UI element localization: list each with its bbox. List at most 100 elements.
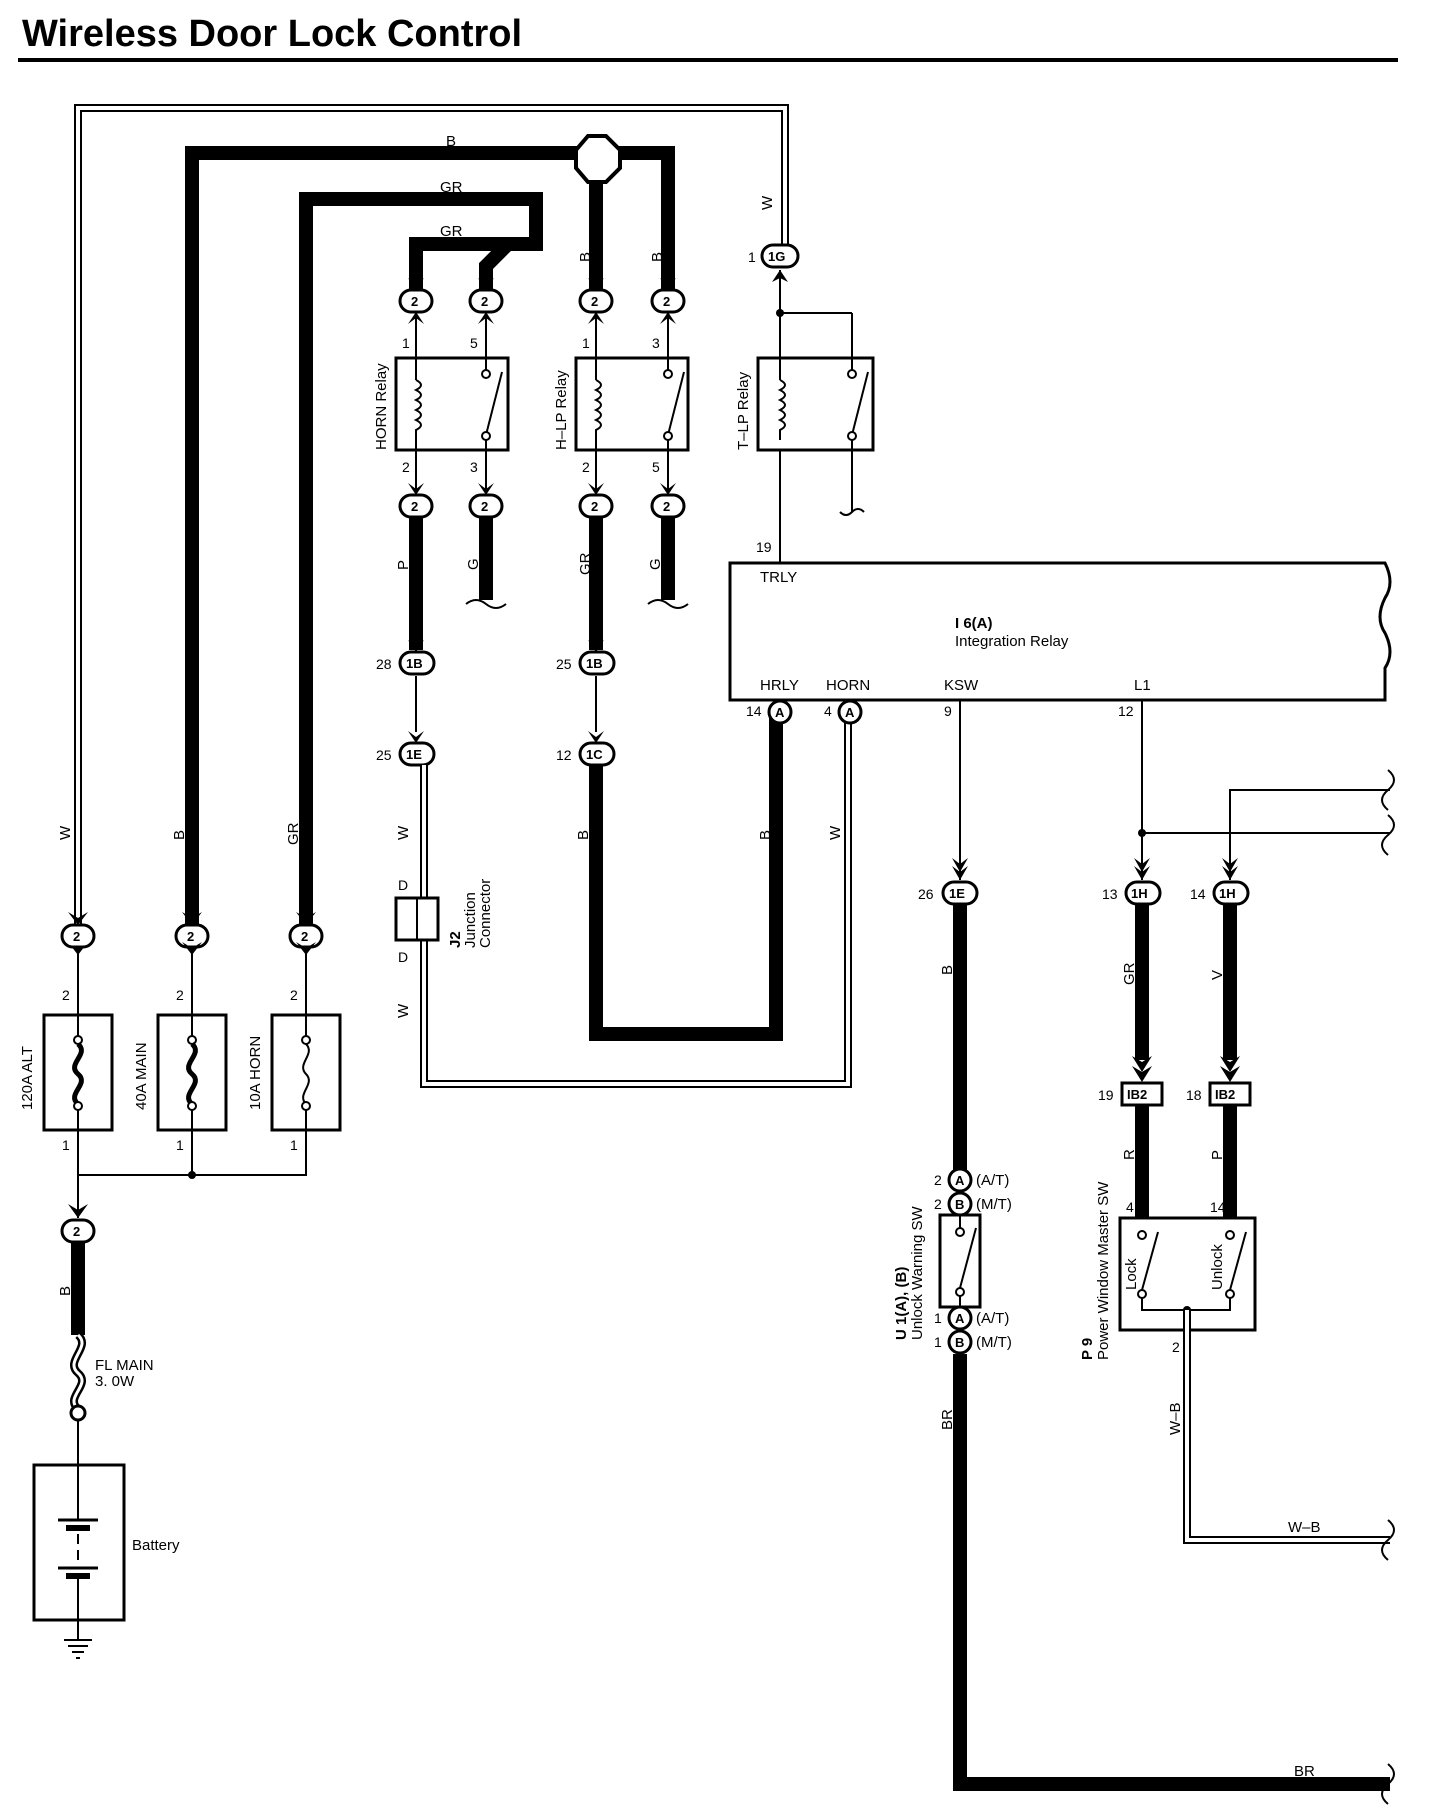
svg-text:1G: 1G (768, 249, 785, 264)
svg-text:V: V (1209, 970, 1226, 980)
svg-text:2: 2 (481, 499, 488, 514)
svg-text:2: 2 (301, 929, 308, 944)
fuse-120a-alt: 120A ALT (19, 1013, 114, 1132)
svg-text:R: R (1121, 1149, 1138, 1160)
wire-b-hrly (589, 718, 783, 1041)
svg-text:3. 0W: 3. 0W (95, 1373, 135, 1390)
wire-br (953, 1354, 1390, 1791)
integration-relay: 19 TRLY I 6(A) Integration Relay HRLY HO… (728, 539, 1392, 702)
svg-text:26: 26 (918, 886, 934, 902)
svg-text:B: B (955, 1197, 964, 1212)
svg-text:B: B (171, 830, 188, 840)
svg-text:120A ALT: 120A ALT (19, 1046, 36, 1110)
svg-text:B: B (757, 830, 774, 840)
svg-text:J2: J2 (447, 931, 464, 948)
connector-1b-hlp: 1B 25 (556, 650, 616, 676)
wire-wb (1183, 1310, 1390, 1544)
svg-text:1E: 1E (406, 747, 422, 762)
svg-text:W–B: W–B (1167, 1402, 1184, 1435)
svg-text:1: 1 (934, 1334, 942, 1350)
svg-text:2: 2 (934, 1172, 942, 1188)
svg-text:(M/T): (M/T) (976, 1334, 1012, 1351)
svg-text:HORN Relay: HORN Relay (373, 363, 390, 450)
svg-text:B: B (575, 830, 592, 840)
svg-text:1: 1 (402, 335, 410, 351)
svg-text:3: 3 (470, 459, 478, 475)
svg-text:1C: 1C (586, 747, 603, 762)
svg-text:5: 5 (652, 459, 660, 475)
svg-text:Battery: Battery (132, 1537, 180, 1554)
svg-text:B: B (649, 252, 666, 262)
svg-text:W–B: W–B (1288, 1519, 1321, 1536)
svg-text:19: 19 (756, 539, 772, 555)
fl-main-fusible-link: FL MAIN 3. 0W (69, 1331, 154, 1422)
connector-1g: 1G 1 (748, 243, 800, 282)
svg-text:GR: GR (285, 822, 302, 845)
svg-text:(M/T): (M/T) (976, 1196, 1012, 1213)
svg-text:T–LP Relay: T–LP Relay (735, 371, 752, 450)
svg-text:GR: GR (440, 223, 463, 240)
svg-text:12: 12 (556, 747, 572, 763)
svg-text:2: 2 (591, 294, 598, 309)
svg-text:P: P (1209, 1150, 1226, 1160)
svg-text:25: 25 (556, 656, 572, 672)
svg-text:2: 2 (663, 294, 670, 309)
svg-text:18: 18 (1186, 1087, 1202, 1103)
connector-1e-ksw: 1E 26 (918, 880, 979, 906)
svg-text:G: G (465, 558, 482, 570)
svg-text:19: 19 (1098, 1087, 1114, 1103)
svg-text:2: 2 (411, 294, 418, 309)
j2-junction-connector: D D J2 Junction Connector (394, 877, 494, 965)
svg-text:H–LP Relay: H–LP Relay (553, 370, 570, 450)
svg-text:W: W (57, 825, 74, 840)
tlp-relay: T–LP Relay (735, 270, 875, 563)
svg-text:G: G (647, 558, 664, 570)
svg-text:B: B (446, 133, 456, 150)
svg-text:P: P (395, 560, 412, 570)
connector-1h-lock: 1H 13 (1102, 880, 1162, 906)
svg-text:IB2: IB2 (1215, 1087, 1235, 1102)
svg-text:2: 2 (411, 499, 418, 514)
svg-text:U 1(A), (B): U 1(A), (B) (893, 1267, 910, 1340)
fuse-10a-horn: 10A HORN (247, 1013, 342, 1132)
svg-text:2: 2 (591, 499, 598, 514)
svg-text:Integration Relay: Integration Relay (955, 633, 1069, 650)
svg-text:W: W (827, 825, 844, 840)
svg-text:25: 25 (376, 747, 392, 763)
svg-text:W: W (395, 825, 412, 840)
svg-text:2: 2 (663, 499, 670, 514)
wire-gr-horn-coil (409, 237, 508, 295)
svg-text:13: 13 (1102, 886, 1118, 902)
svg-text:D: D (398, 877, 408, 893)
svg-text:12: 12 (1118, 703, 1134, 719)
svg-text:2: 2 (176, 987, 184, 1003)
connector-ib2-lock: IB2 19 (1098, 1081, 1164, 1107)
wire-w-alt (74, 104, 789, 925)
svg-text:1H: 1H (1131, 886, 1148, 901)
svg-text:L1: L1 (1134, 677, 1151, 694)
svg-text:A: A (775, 705, 785, 720)
svg-text:B: B (57, 1286, 74, 1296)
splice-point (574, 134, 622, 184)
svg-text:W: W (395, 1003, 412, 1018)
svg-text:28: 28 (376, 656, 392, 672)
svg-text:GR: GR (440, 179, 463, 196)
svg-text:B: B (939, 965, 956, 975)
svg-text:1E: 1E (949, 886, 965, 901)
svg-text:A: A (845, 705, 855, 720)
svg-text:Power Window Master SW: Power Window Master SW (1095, 1181, 1112, 1360)
fuse-40a-main: 40A MAIN (133, 1013, 228, 1132)
connector-1h-unlock: 1H 14 (1190, 880, 1250, 906)
svg-text:HORN: HORN (826, 677, 870, 694)
relay-bottom-connectors: 2 2 2 2 (398, 493, 686, 519)
svg-text:2: 2 (1172, 1339, 1180, 1355)
connector-arrows (68, 278, 676, 955)
svg-text:Junction: Junction (462, 892, 479, 948)
svg-text:4: 4 (1126, 1199, 1134, 1215)
connector-1b-horn: 1B 28 (376, 650, 436, 676)
svg-text:2: 2 (187, 929, 194, 944)
svg-text:Unlock Warning SW: Unlock Warning SW (909, 1206, 926, 1340)
ground-icon (64, 1639, 92, 1659)
svg-text:BR: BR (939, 1409, 956, 1430)
wire-gr-horn (299, 192, 543, 925)
